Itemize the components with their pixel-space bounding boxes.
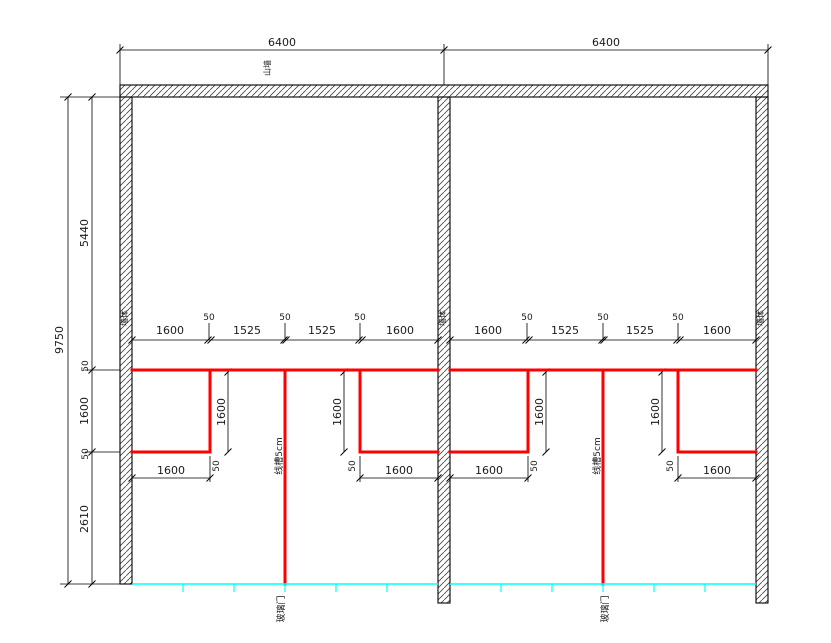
dim-partition-w3: 50 (530, 460, 540, 472)
dim-bay2-1525b: 1525 (626, 324, 654, 337)
dim-partition-h1: 1600 (215, 398, 228, 426)
dim-bay1-50a: 50 (203, 313, 215, 323)
dim-bottom-2: 1600 (385, 464, 413, 477)
dim-bay2-1525a: 1525 (551, 324, 579, 337)
dim-bay2-50b: 50 (597, 313, 609, 323)
dim-top-bay2: 6400 (592, 36, 620, 49)
dim-partition-w2: 50 (348, 460, 358, 472)
glass-door-label-1: 玻璃门 (275, 595, 287, 622)
dim-bay2-50a: 50 (521, 313, 533, 323)
dim-bay2-1600b: 1600 (703, 324, 731, 337)
partition-lines (130, 368, 758, 586)
dim-left-5440: 5440 (78, 219, 91, 247)
dim-partition-w4: 50 (666, 460, 676, 472)
top-extension-lines (119, 44, 769, 85)
partition-bay1 (130, 368, 440, 586)
top-wall (119, 84, 769, 98)
right-wall (755, 96, 769, 604)
dim-bay1-1600a: 1600 (156, 324, 184, 337)
wall-label-right: 墙体 (755, 310, 765, 326)
dim-bay1-50c: 50 (354, 313, 366, 323)
dim-bay1-1525b: 1525 (308, 324, 336, 337)
partition-bay2 (448, 368, 758, 586)
wall-label-left: 墙体 (119, 310, 129, 326)
walls (119, 84, 769, 604)
left-dimension-lines (67, 97, 93, 584)
left-extension-lines (60, 96, 120, 585)
dim-partition-h4: 1600 (649, 398, 662, 426)
dim-partition-w1: 50 (212, 460, 222, 472)
dim-bay1-1600b: 1600 (386, 324, 414, 337)
dimension-ticks (64, 46, 772, 588)
bottom-extension-lines (209, 456, 679, 482)
dim-left-2610: 2610 (78, 505, 91, 533)
dim-left-50b: 50 (81, 448, 91, 460)
cable-trough-label-1: 线槽5cm (273, 437, 285, 474)
dim-bay1-1525a: 1525 (233, 324, 261, 337)
left-wall (119, 96, 133, 585)
glass-door-label-2: 玻璃门 (599, 595, 611, 622)
dim-bottom-4: 1600 (703, 464, 731, 477)
dim-partition-h3: 1600 (533, 398, 546, 426)
dim-left-1600: 1600 (78, 397, 91, 425)
dim-partition-h2: 1600 (331, 398, 344, 426)
bay-50-leaders (208, 323, 679, 340)
dim-left-overall: 9750 (53, 326, 66, 354)
dim-bay1-50b: 50 (279, 313, 291, 323)
dimension-lines (60, 44, 769, 585)
glass-door-lines (132, 583, 756, 592)
dim-bay2-50c: 50 (672, 313, 684, 323)
middle-wall (437, 96, 451, 604)
glass-panel-ticks (182, 584, 706, 592)
dim-bay2-1600a: 1600 (474, 324, 502, 337)
wall-label-middle: 墙体 (437, 310, 447, 326)
dim-left-50a: 50 (81, 360, 91, 372)
partition-height-dim-lines (227, 372, 663, 452)
dim-bottom-3: 1600 (475, 464, 503, 477)
dim-bottom-1: 1600 (157, 464, 185, 477)
dim-top-bay1: 6400 (268, 36, 296, 49)
gable-wall-label: 山墙 (262, 60, 272, 76)
cable-trough-label-2: 线槽5cm (591, 437, 603, 474)
